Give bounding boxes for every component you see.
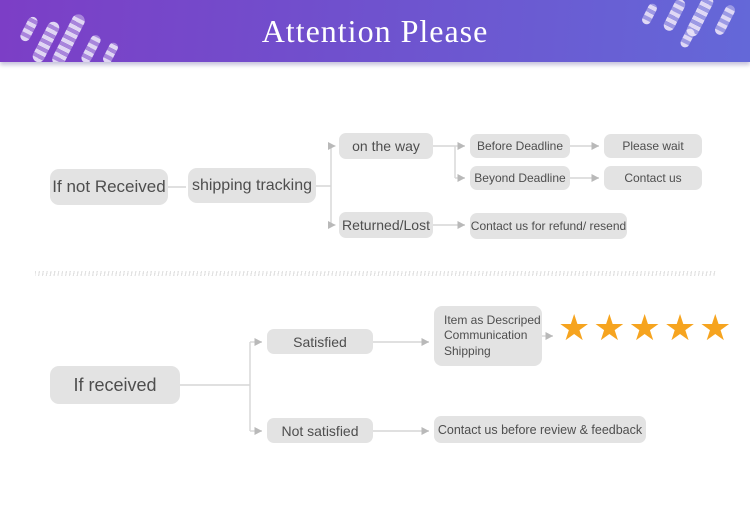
section-divider — [35, 271, 717, 276]
page-title: Attention Please — [261, 12, 489, 49]
node-shipping-tracking: shipping tracking — [188, 168, 316, 203]
node-refund-resend: Contact us for refund/ resend — [470, 213, 627, 239]
node-if-received: If received — [50, 366, 180, 404]
review-item-shipping: Shipping — [444, 343, 491, 358]
node-please-wait: Please wait — [604, 134, 702, 158]
review-item-communication: Communication — [444, 328, 528, 343]
node-satisfied: Satisfied — [267, 329, 373, 354]
node-returned-lost: Returned/Lost — [339, 212, 433, 238]
node-before-deadline: Before Deadline — [470, 134, 570, 158]
node-if-not-received: If not Received — [50, 169, 168, 205]
review-item-description: Item as Descriped — [444, 312, 541, 327]
five-star-rating-icon: ★★★★★ — [558, 308, 735, 349]
node-review-items: Item as Descriped Communication Shipping — [434, 306, 542, 366]
node-contact-us: Contact us — [604, 166, 702, 190]
node-contact-before-review: Contact us before review & feedback — [434, 416, 646, 443]
node-not-satisfied: Not satisfied — [267, 418, 373, 443]
header-banner: Attention Please — [0, 0, 750, 62]
node-beyond-deadline: Beyond Deadline — [470, 166, 570, 190]
node-on-the-way: on the way — [339, 133, 433, 159]
